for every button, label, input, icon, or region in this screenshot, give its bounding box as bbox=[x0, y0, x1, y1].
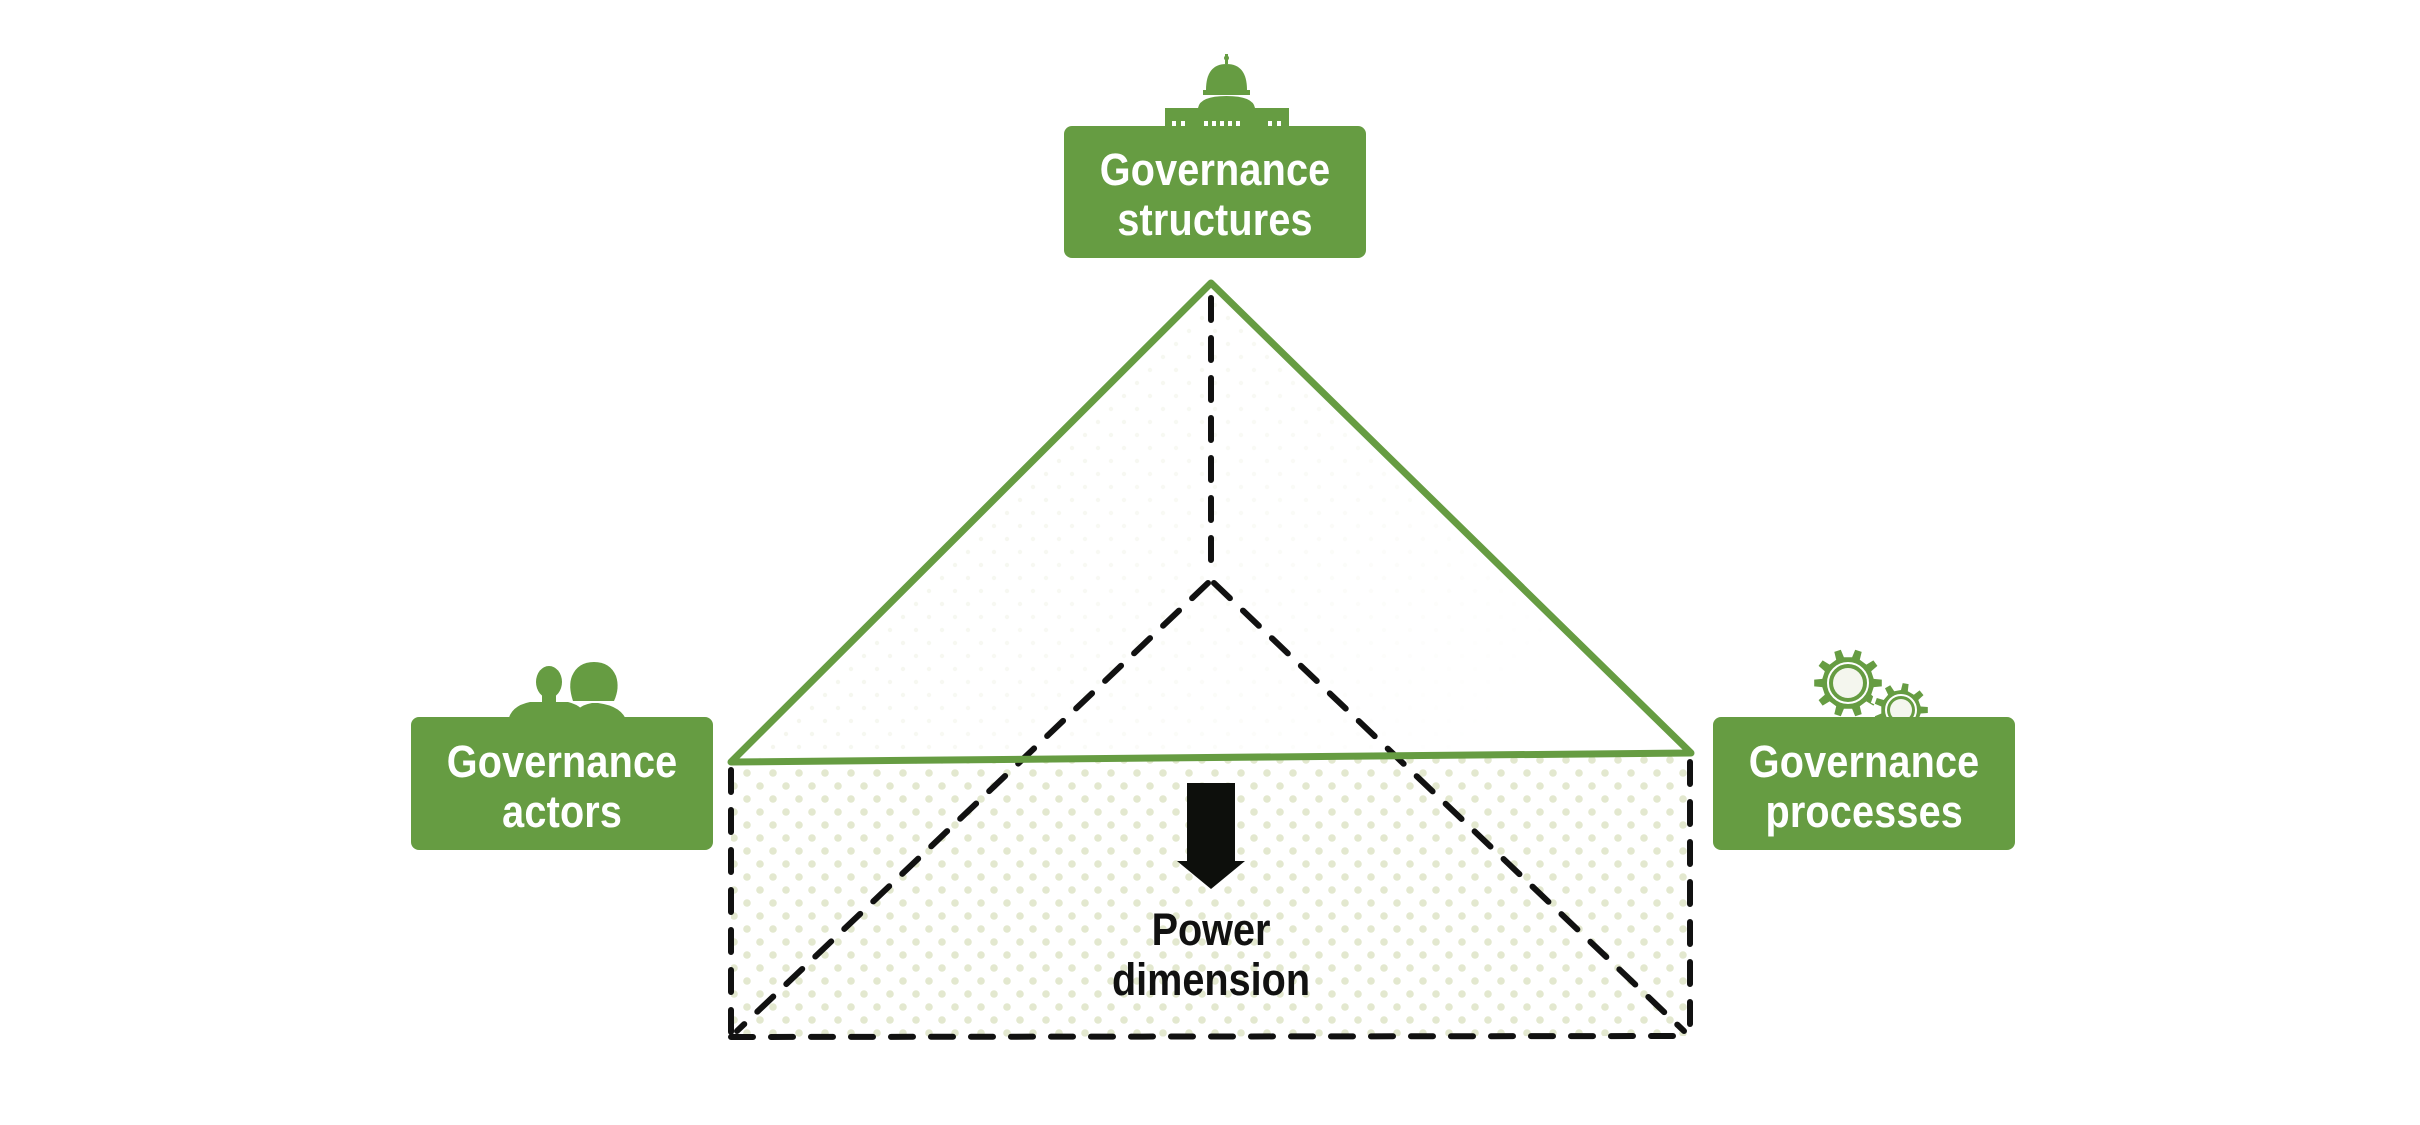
gears-icon bbox=[1810, 645, 1932, 741]
node-label-line-2: processes bbox=[1765, 785, 1963, 837]
prism-body-fill bbox=[731, 753, 1691, 1037]
power-dimension-label: Power dimension bbox=[1061, 905, 1361, 1005]
gear-hole bbox=[1890, 699, 1912, 721]
node-label-line-2: structures bbox=[1117, 194, 1313, 245]
people-icon bbox=[503, 662, 632, 725]
arrow-down-icon bbox=[1177, 783, 1245, 889]
node-label-line-1: Governance bbox=[446, 735, 678, 787]
dashed-edge-center-to-right-base bbox=[1211, 580, 1687, 1034]
dashed-edge-center-to-left-base bbox=[734, 580, 1211, 1034]
node-label-line-1: Governance bbox=[1099, 144, 1331, 195]
node-governance-actors: Governance actors bbox=[411, 717, 713, 850]
dashed-edges bbox=[728, 295, 1693, 1040]
power-label-line-1: Power bbox=[1151, 904, 1271, 955]
dashed-edge-bottom bbox=[728, 1033, 1693, 1040]
gear-ring bbox=[1827, 662, 1869, 704]
governance-triangle bbox=[727, 279, 1695, 766]
gear-hole bbox=[1833, 668, 1863, 698]
node-governance-processes: Governance processes bbox=[1713, 717, 2015, 850]
node-governance-structures: Governance structures bbox=[1064, 126, 1366, 258]
node-label-line-2: actors bbox=[502, 785, 622, 837]
power-label-line-2: dimension bbox=[1111, 954, 1311, 1005]
large-gear-icon bbox=[1810, 645, 1886, 721]
node-label-line-1: Governance bbox=[1748, 735, 1980, 787]
